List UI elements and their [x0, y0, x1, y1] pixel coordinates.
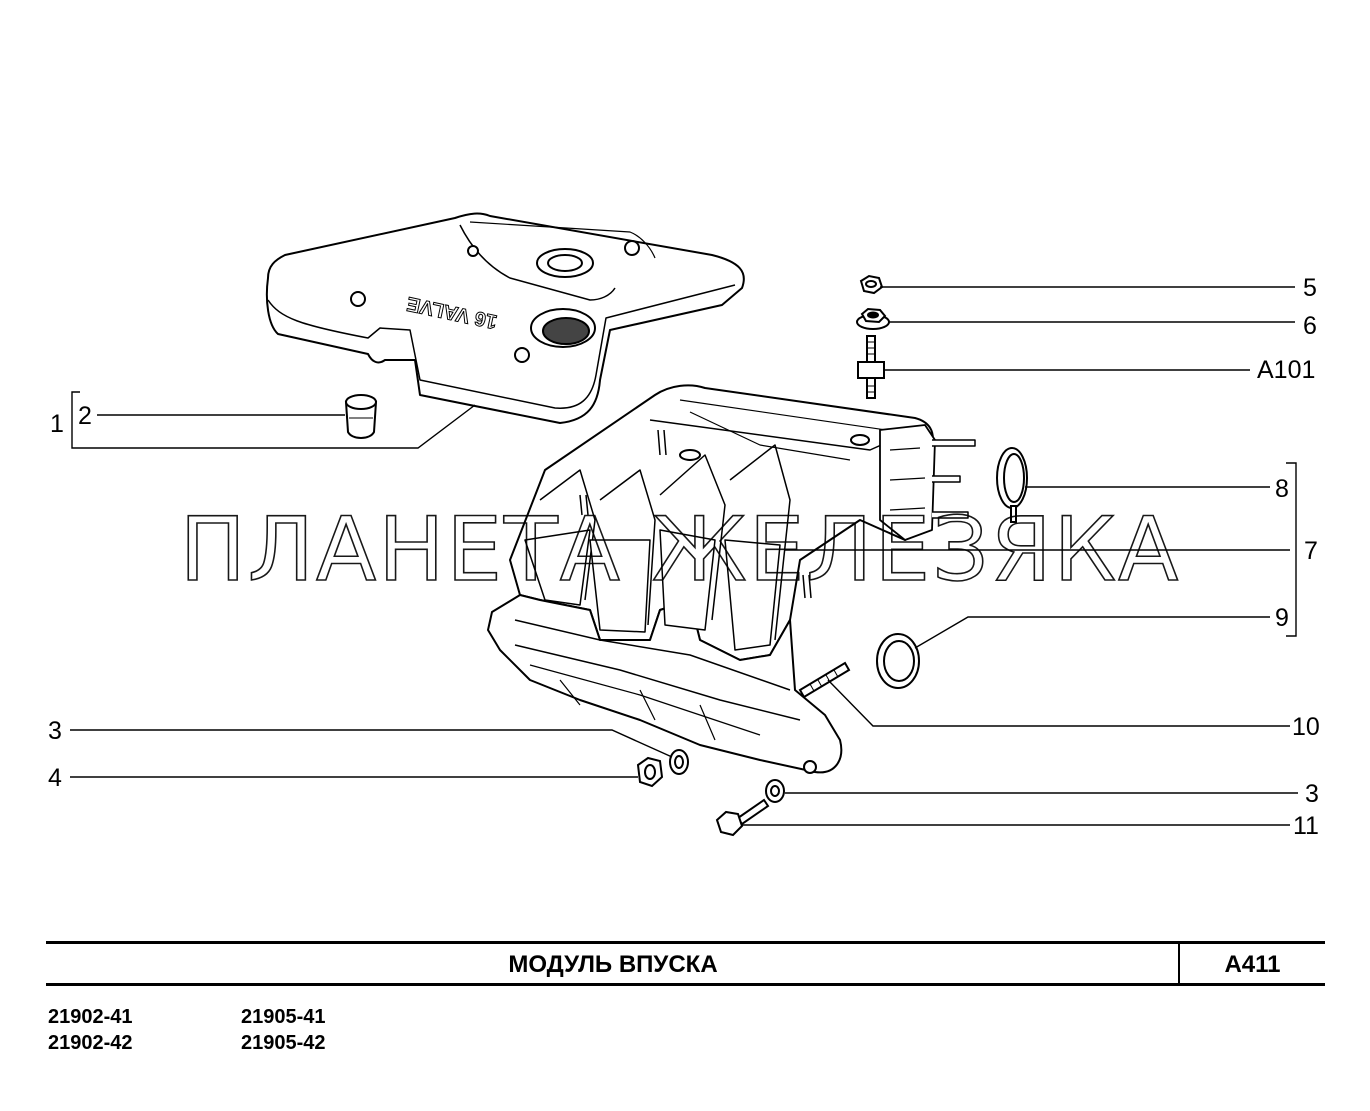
callout-7: 7: [1304, 537, 1318, 565]
diagram-title: МОДУЛЬ ВПУСКА: [508, 951, 718, 978]
model-code: 21902-41: [48, 1006, 133, 1028]
callout-4: 4: [48, 764, 62, 792]
callout-6: 6: [1303, 312, 1317, 340]
model-code: 21905-41: [241, 1006, 326, 1028]
nut-part-4: [636, 756, 664, 788]
engine-cover: [265, 212, 745, 424]
intake-manifold: [487, 384, 976, 774]
callout-3-left: 3: [48, 717, 62, 745]
model-code: 21905-42: [241, 1032, 326, 1054]
nut-part-5: [859, 274, 884, 295]
callout-1: 1: [50, 410, 64, 438]
stud-part-10: [798, 661, 851, 699]
bolt-part-11: [715, 798, 770, 837]
ring-part-9: [876, 633, 920, 689]
gasket-part-8: [996, 447, 1028, 523]
callout-A101: A101: [1257, 356, 1315, 384]
grommet-part: [344, 394, 378, 439]
callout-3-right: 3: [1305, 780, 1319, 808]
washer-part-3-right: [765, 779, 785, 803]
model-code: 21902-42: [48, 1032, 133, 1054]
title-block-divider: [1178, 941, 1180, 986]
callout-9: 9: [1275, 604, 1289, 632]
leader-lines: [70, 286, 1298, 826]
stud-part-A101: [857, 335, 885, 399]
title-block-top-rule: [46, 941, 1325, 944]
callout-labels: 1 2 3 4 5 6 A101 8 7 9 10 3 11: [48, 274, 1320, 840]
callout-5: 5: [1303, 274, 1317, 302]
flange-nut-part-6: [856, 307, 890, 330]
washer-part-3-left: [669, 749, 689, 775]
callout-11: 11: [1293, 812, 1319, 840]
watermark-text: ПЛАНЕТА ЖЕЛЕЗЯКА: [180, 498, 1181, 601]
title-block-bottom-rule: [46, 983, 1325, 986]
callout-2: 2: [78, 402, 92, 430]
diagram-code: A411: [1224, 951, 1281, 978]
callout-10: 10: [1292, 713, 1320, 741]
callout-8: 8: [1275, 475, 1289, 503]
